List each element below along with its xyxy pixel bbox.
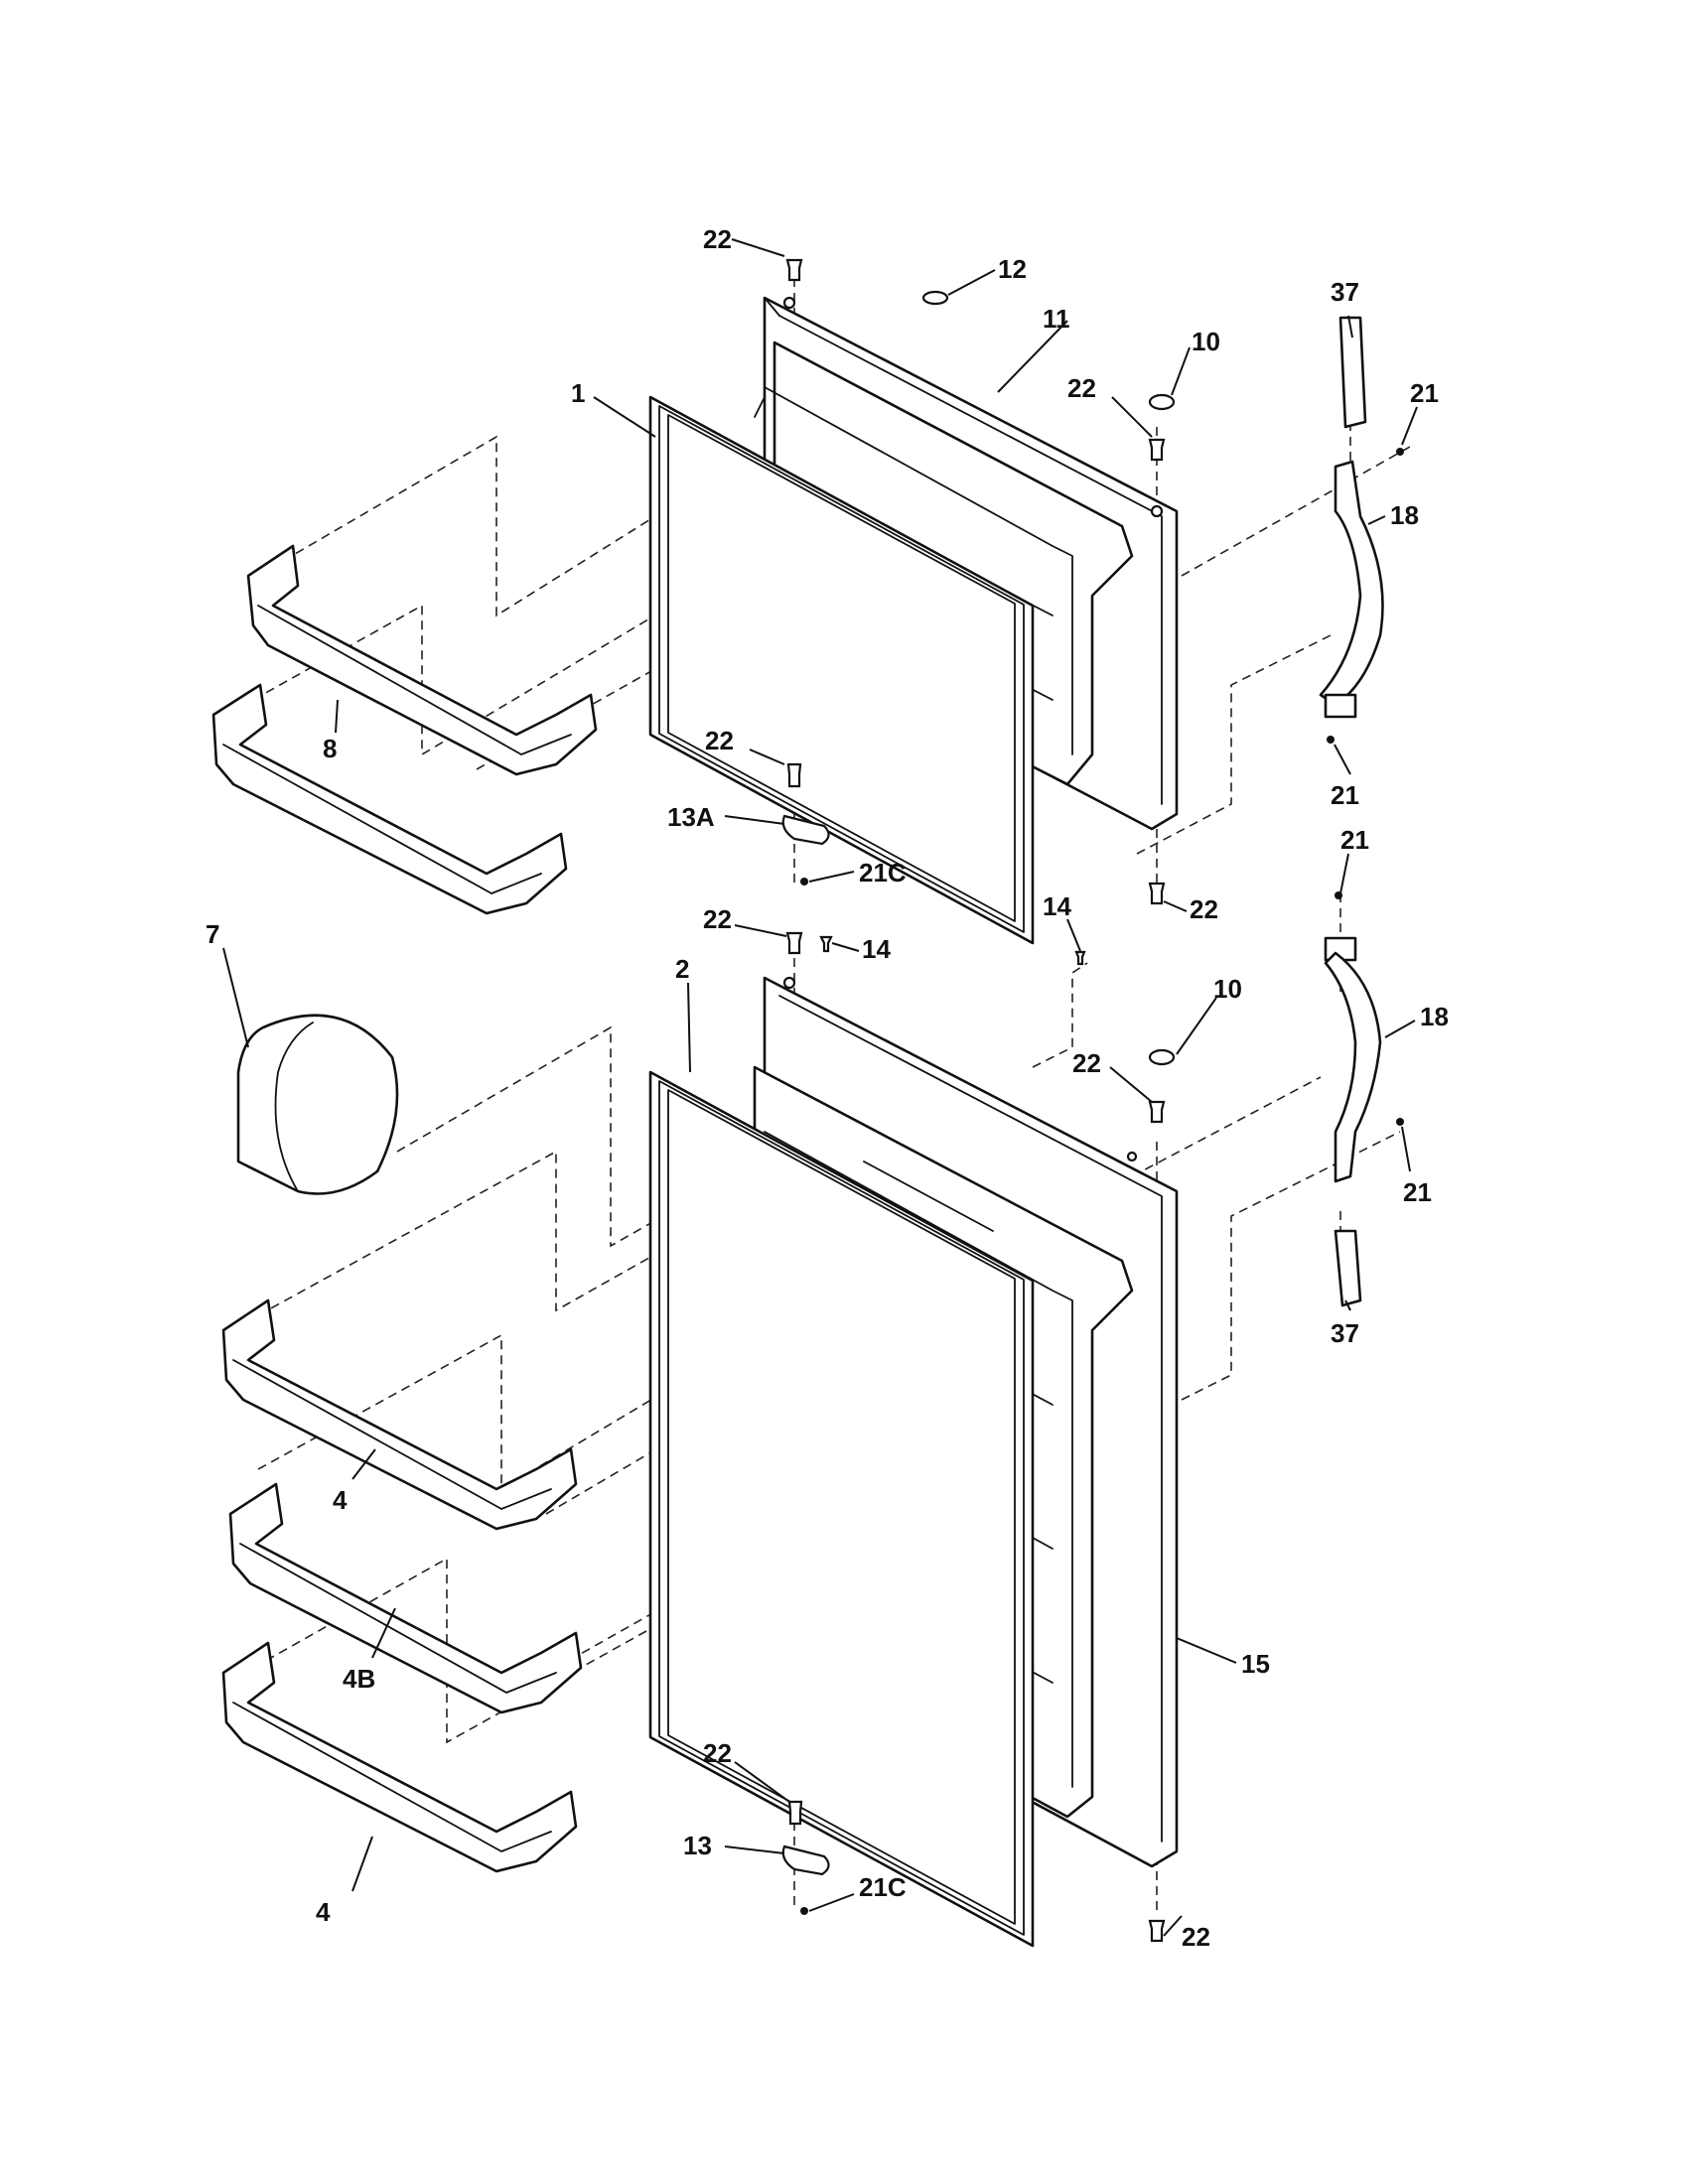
callout-1: 1 (571, 378, 585, 408)
callout-22: 22 (1067, 373, 1096, 403)
callout-21: 21 (1403, 1177, 1432, 1207)
screw-22 (787, 1800, 803, 1826)
screw-22 (785, 931, 803, 955)
callout-11: 11 (1043, 304, 1070, 334)
upper-door-shelf (246, 544, 598, 776)
callout-4: 4 (316, 1897, 331, 1927)
screw-21C (800, 878, 808, 886)
callout-18: 18 (1420, 1002, 1449, 1031)
callout-18: 18 (1390, 500, 1419, 530)
third-door-shelf (221, 1298, 578, 1531)
upper-handle (1319, 460, 1384, 719)
callout-22: 22 (703, 224, 732, 254)
screw-22 (785, 258, 803, 282)
screw-22 (1148, 882, 1166, 905)
callout-10: 10 (1192, 327, 1220, 356)
callout-21: 21 (1410, 378, 1439, 408)
second-door-shelf (211, 683, 568, 915)
fresh-food-door-gasket (648, 1070, 1035, 1948)
screw-21 (1396, 448, 1404, 456)
callout-22: 22 (1190, 894, 1218, 924)
callout-13: 13 (683, 1831, 712, 1860)
callout-14: 14 (862, 934, 891, 964)
callout-22: 22 (703, 904, 732, 934)
callout-37: 37 (1331, 1318, 1359, 1348)
bottom-door-shelf (221, 1641, 578, 1873)
callout-15: 15 (1241, 1649, 1270, 1679)
callout-12: 12 (998, 254, 1027, 284)
crisper-bin (236, 1014, 399, 1195)
fourth-door-shelf (228, 1482, 583, 1714)
callout-10: 10 (1213, 974, 1242, 1004)
hinge-hole (1126, 1151, 1138, 1162)
callout-21: 21 (1331, 780, 1359, 810)
screw-22 (786, 762, 802, 788)
callout-22: 22 (705, 726, 734, 755)
hinge-hole (782, 296, 796, 310)
plug-10 (1148, 393, 1176, 411)
callout-21C: 21C (859, 858, 907, 887)
upper-handle-cover (1338, 316, 1367, 429)
callout-8: 8 (323, 734, 337, 763)
plug-12 (921, 290, 949, 306)
leader-lines (222, 238, 1418, 1937)
callout-7: 7 (206, 919, 219, 949)
callout-21C: 21C (859, 1872, 907, 1902)
callout-labels: 22 12 11 10 22 1 37 21 18 8 22 13A 21C 2… (206, 224, 1449, 1952)
screw-22 (1148, 438, 1166, 462)
screw-22 (1148, 1919, 1166, 1943)
screw-21C (800, 1907, 808, 1915)
hinge-hole (1150, 504, 1164, 518)
callout-2: 2 (675, 954, 689, 984)
hinge-hole (782, 976, 796, 990)
screw-21 (1396, 1118, 1404, 1126)
freezer-door-gasket (648, 395, 1035, 945)
callout-13A: 13A (667, 802, 715, 832)
lower-handle-cover (1334, 1229, 1362, 1307)
callout-22: 22 (1182, 1922, 1210, 1952)
screw-14 (819, 935, 833, 953)
callout-4B: 4B (343, 1664, 375, 1694)
lower-handle (1324, 936, 1382, 1183)
callout-22: 22 (1072, 1048, 1101, 1078)
screw-14 (1074, 950, 1086, 966)
callout-21: 21 (1340, 825, 1369, 855)
callout-14: 14 (1043, 891, 1071, 921)
callout-22: 22 (703, 1738, 732, 1768)
callout-37: 37 (1331, 277, 1359, 307)
screw-21 (1327, 736, 1335, 744)
plug-10 (1148, 1048, 1176, 1066)
screw-22 (1148, 1100, 1166, 1124)
hinge-13 (781, 1844, 830, 1876)
callout-4: 4 (333, 1485, 348, 1515)
